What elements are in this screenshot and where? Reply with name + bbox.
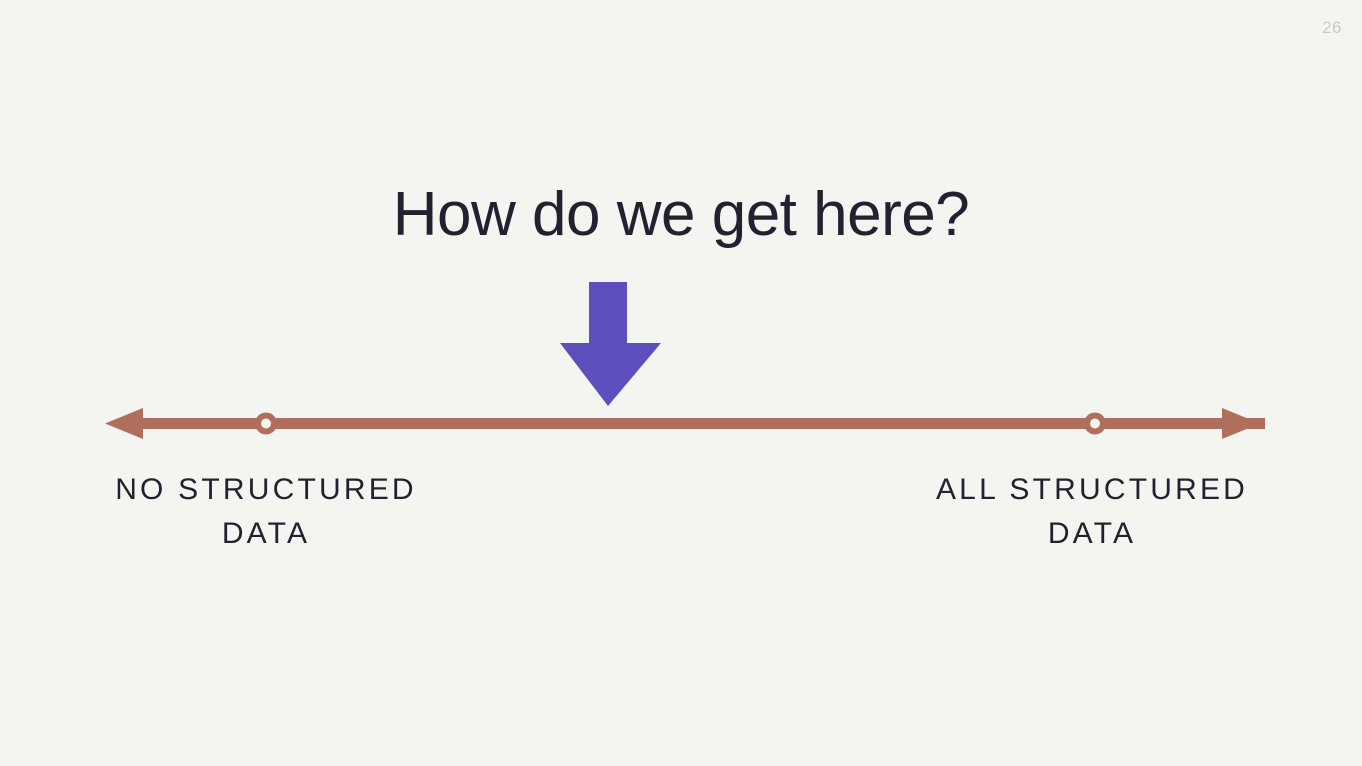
spectrum-label-right-line1: ALL STRUCTURED bbox=[935, 473, 1249, 506]
page-title: How do we get here? bbox=[392, 180, 970, 249]
page-number: 26 bbox=[1322, 18, 1342, 37]
spectrum-label-left-line2: DATA bbox=[221, 517, 311, 550]
spectrum-label-left-line1: NO STRUCTURED bbox=[115, 473, 417, 506]
arrow-down-icon bbox=[560, 282, 661, 406]
spectrum-label-right-line2: DATA bbox=[1047, 517, 1137, 550]
spectrum-label-right: ALL STRUCTURED DATA bbox=[892, 468, 1292, 556]
spectrum-label-left: NO STRUCTURED DATA bbox=[66, 468, 466, 556]
spectrum-axis bbox=[105, 408, 1265, 439]
